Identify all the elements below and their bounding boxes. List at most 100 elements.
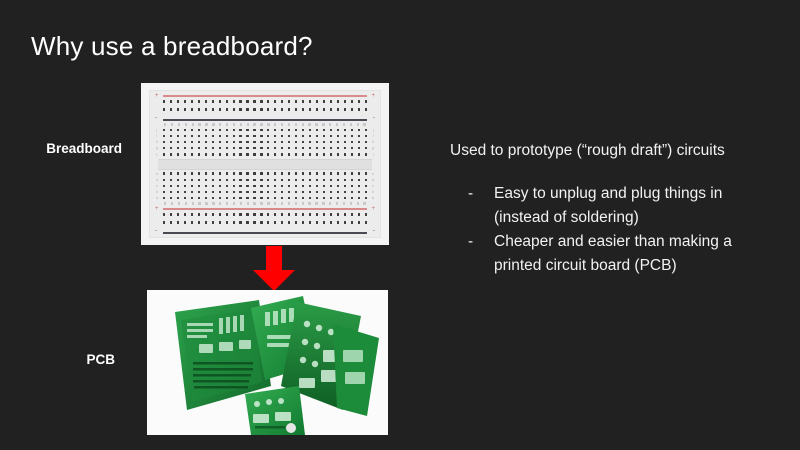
breadboard-hole xyxy=(204,178,207,181)
breadboard-hole xyxy=(302,196,305,200)
breadboard-column-number xyxy=(274,122,277,127)
breadboard-hole xyxy=(309,184,312,187)
breadboard-hole xyxy=(357,135,360,138)
breadboard-hole xyxy=(288,178,291,181)
breadboard-hole xyxy=(260,221,263,224)
breadboard-hole xyxy=(350,108,353,111)
breadboard-hole xyxy=(281,135,284,138)
breadboard-hole xyxy=(204,196,207,200)
breadboard-hole xyxy=(350,128,353,132)
breadboard-hole xyxy=(225,147,228,150)
breadboard-hole xyxy=(169,196,173,200)
breadboard-row-letter: e xyxy=(371,170,374,176)
breadboard-hole xyxy=(232,172,235,175)
breadboard-hole xyxy=(329,196,333,200)
breadboard-hole xyxy=(211,196,214,200)
breadboard-hole xyxy=(246,100,249,103)
breadboard-hole xyxy=(260,128,263,132)
breadboard-hole xyxy=(183,135,187,138)
breadboard-hole xyxy=(322,147,326,150)
breadboard-hole xyxy=(295,108,298,111)
breadboard-hole xyxy=(204,190,207,193)
breadboard-hole xyxy=(357,100,360,103)
label-pcb: PCB xyxy=(86,352,115,367)
breadboard-hole xyxy=(336,221,340,224)
breadboard-hole xyxy=(176,100,180,103)
breadboard-hole xyxy=(239,153,242,156)
breadboard-hole xyxy=(336,100,340,103)
rail-line-negative xyxy=(163,232,367,234)
breadboard-hole xyxy=(357,141,360,144)
breadboard-column-number xyxy=(198,122,201,127)
breadboard-hole xyxy=(267,196,270,200)
breadboard-hole xyxy=(190,128,193,132)
breadboard-column-number xyxy=(225,122,229,127)
breadboard-hole xyxy=(267,135,270,138)
breadboard-hole xyxy=(309,196,312,200)
breadboard-hole xyxy=(232,184,235,187)
breadboard-hole xyxy=(295,100,298,103)
breadboard-hole xyxy=(176,196,180,200)
lead-paragraph: Used to prototype (“rough draft”) circui… xyxy=(450,142,725,159)
breadboard-hole xyxy=(357,196,360,200)
breadboard-hole xyxy=(357,172,360,175)
rail-line-negative xyxy=(163,119,367,121)
breadboard-hole xyxy=(322,178,326,181)
breadboard-hole xyxy=(260,135,263,138)
breadboard-hole xyxy=(267,221,270,224)
breadboard-hole xyxy=(336,135,340,138)
breadboard-hole xyxy=(225,221,228,224)
breadboard-hole xyxy=(295,221,298,224)
breadboard-column-number xyxy=(308,201,311,206)
breadboard-hole xyxy=(274,172,277,175)
body-text-block: Used to prototype (“rough draft”) circui… xyxy=(450,139,780,278)
breadboard-hole xyxy=(315,196,319,200)
breadboard-hole xyxy=(350,213,353,216)
breadboard-hole xyxy=(211,128,214,132)
breadboard-hole xyxy=(295,172,298,175)
breadboard-hole xyxy=(246,178,249,181)
breadboard-hole xyxy=(315,184,319,187)
breadboard-hole xyxy=(364,135,367,138)
breadboard-hole xyxy=(211,141,214,144)
breadboard-hole xyxy=(204,213,207,216)
breadboard-column-number xyxy=(205,122,208,127)
breadboard-hole xyxy=(260,184,263,187)
breadboard-column-number xyxy=(294,122,298,127)
breadboard-hole xyxy=(357,147,360,150)
breadboard-hole xyxy=(197,128,200,132)
breadboard-hole xyxy=(211,178,214,181)
breadboard-hole xyxy=(302,135,305,138)
breadboard-hole xyxy=(183,141,187,144)
breadboard-hole xyxy=(315,213,319,216)
breadboard-hole xyxy=(336,128,340,132)
breadboard-hole xyxy=(302,153,305,156)
breadboard-hole xyxy=(322,221,326,224)
breadboard-hole xyxy=(343,172,346,175)
breadboard-hole xyxy=(246,184,249,187)
breadboard-hole xyxy=(364,184,367,187)
breadboard-row-letter: i xyxy=(373,133,374,139)
breadboard-hole xyxy=(343,100,346,103)
breadboard-column-number xyxy=(335,201,339,206)
breadboard-hole xyxy=(364,128,367,132)
breadboard-column-number xyxy=(267,122,270,127)
breadboard-hole xyxy=(169,172,173,175)
breadboard-hole xyxy=(183,196,187,200)
breadboard-row-letter: b xyxy=(371,188,374,194)
breadboard-hole xyxy=(295,141,298,144)
breadboard-hole xyxy=(288,128,291,132)
breadboard-column-number xyxy=(191,201,194,206)
breadboard-hole xyxy=(211,213,214,216)
breadboard-hole xyxy=(260,147,263,150)
breadboard-hole xyxy=(211,172,214,175)
breadboard-hole xyxy=(163,196,166,200)
breadboard-hole xyxy=(315,153,319,156)
breadboard-hole xyxy=(350,196,353,200)
breadboard-hole xyxy=(225,172,228,175)
breadboard-hole xyxy=(169,147,173,150)
